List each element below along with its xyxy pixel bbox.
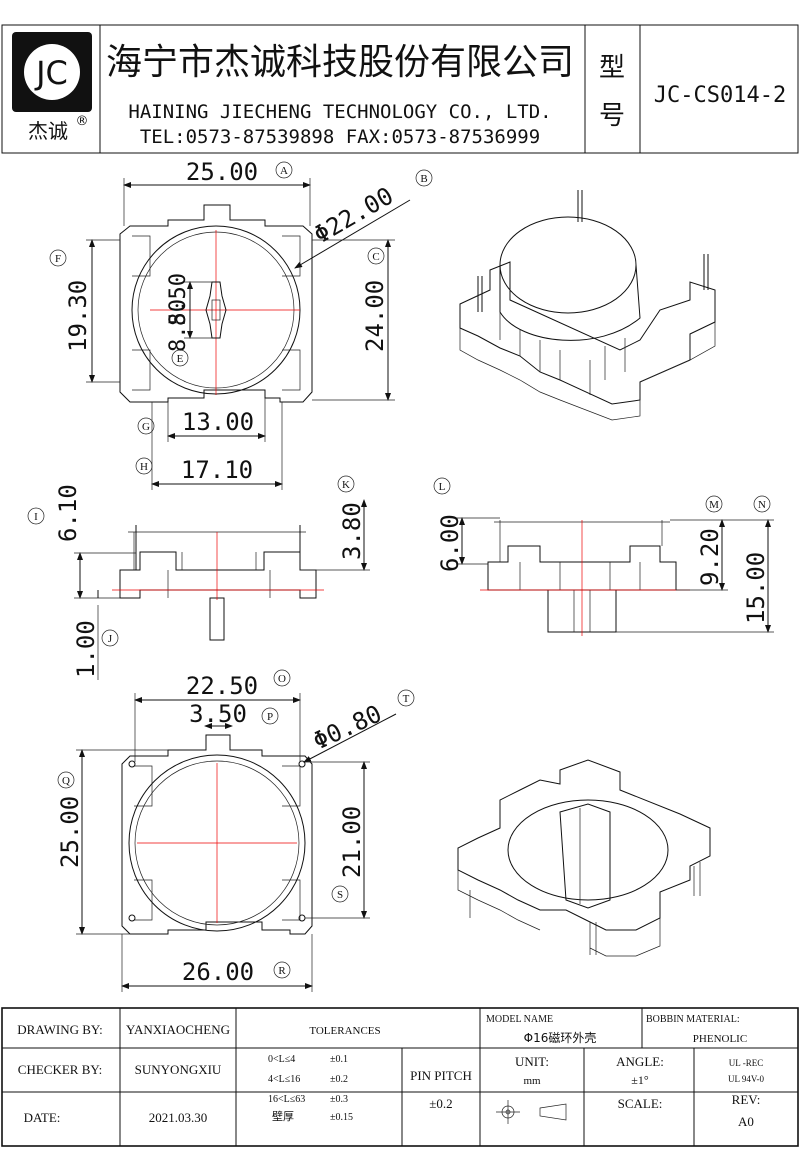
top-view-center-pin	[205, 281, 227, 339]
unit-label: UNIT:	[515, 1054, 549, 1069]
top-view-outline	[119, 204, 313, 403]
dim-G-value: 13.00	[182, 408, 254, 436]
tol-value-3: ±0.3	[330, 1094, 348, 1105]
bottom-view-outline	[121, 734, 313, 935]
dim-J-value: 1.00	[72, 620, 100, 678]
model-name: Φ16磁环外壳	[524, 1030, 597, 1045]
front-view-pin	[209, 597, 225, 641]
drawing-by-label: DRAWING BY:	[17, 1022, 103, 1037]
logo-mark: ®	[76, 114, 89, 129]
front-view: 6.10 I 1.00 J 3.80 K	[27, 475, 370, 680]
tol-range-4: 壁厚	[272, 1109, 294, 1123]
checker-by: SUNYONGXIU	[135, 1062, 222, 1077]
dim-B-ref: B	[420, 173, 427, 185]
pin-pitch-label: PIN PITCH	[410, 1068, 472, 1083]
company-contact: TEL:0573-87539898 FAX:0573-87536999	[140, 126, 540, 148]
dim-R-value: 26.00	[182, 958, 254, 986]
model-code: JC-CS014-2	[654, 83, 786, 108]
bottom-view-bore	[128, 754, 306, 932]
dim-Q-value: 25.00	[56, 796, 84, 868]
dim-N-value: 15.00	[742, 552, 770, 624]
tolerances-label: TOLERANCES	[309, 1025, 380, 1037]
angle-label: ANGLE:	[616, 1054, 664, 1069]
tol-value-1: ±0.1	[330, 1054, 348, 1065]
header-frame	[1, 24, 799, 154]
unit: mm	[523, 1075, 541, 1087]
title-block: DRAWING BY: YANXIAOCHENG CHECKER BY: SUN…	[1, 1007, 799, 1147]
dim-M-value: 9.20	[696, 528, 724, 586]
dim-A-value: 25.00	[186, 158, 258, 186]
isometric-view-bottom	[457, 759, 711, 957]
bottom-view: 22.50 O 3.50 P Φ0.80 T 25.00 Q 21.00 S 2…	[56, 669, 415, 992]
dim-F-value: 19.30	[64, 280, 92, 352]
dim-L-ref: L	[439, 481, 446, 493]
type-label-bottom: 号	[599, 101, 625, 131]
dim-I-value: 6.10	[54, 484, 82, 542]
dim-T-ref: T	[403, 693, 410, 705]
company-name-cn: 海宁市杰诚科技股份有限公司	[106, 42, 574, 83]
dim-S-value: 21.00	[338, 806, 366, 878]
dim-E-ref: E	[177, 353, 184, 365]
dim-E-value: 8.50	[166, 299, 191, 352]
dim-H-ref: H	[140, 461, 148, 473]
date-label: DATE:	[24, 1110, 61, 1125]
dim-P-ref: P	[267, 711, 273, 723]
dim-C-ref: C	[372, 251, 379, 263]
dim-P-value: 3.50	[189, 700, 247, 728]
dim-S-ref: S	[337, 889, 343, 901]
dim-T-value: Φ0.80	[309, 700, 386, 756]
front-view-outline	[119, 551, 317, 599]
dim-H-value: 17.10	[181, 456, 253, 484]
header: JC 杰诚 ® 海宁市杰诚科技股份有限公司 HAINING JIECHENG T…	[1, 24, 799, 154]
dim-J-ref: J	[108, 633, 113, 645]
dim-O-value: 22.50	[186, 672, 258, 700]
isometric-view-top	[459, 190, 716, 421]
dim-K-ref: K	[342, 479, 350, 491]
scale-label: SCALE:	[618, 1096, 663, 1111]
dim-R-ref: R	[278, 965, 286, 977]
drawing-by: YANXIAOCHENG	[126, 1022, 230, 1037]
bobbin-material: PHENOLIC	[693, 1033, 747, 1045]
ul-94v0: UL 94V-0	[728, 1074, 765, 1084]
tol-range-1: 0<L≤4	[268, 1054, 295, 1065]
ul-rec: UL -REC	[729, 1058, 763, 1068]
logo-letters: JC	[34, 54, 68, 92]
dim-D-value: 8.50	[166, 273, 191, 326]
dim-A-ref: A	[280, 165, 288, 177]
pin-pitch: ±0.2	[429, 1096, 452, 1111]
dim-M-ref: M	[709, 499, 719, 511]
rev: A0	[738, 1114, 754, 1129]
logo-brand: 杰诚	[28, 119, 68, 143]
tol-range-2: 4<L≤16	[268, 1074, 300, 1085]
dim-I-ref: I	[34, 511, 38, 523]
iso-bottom-outline	[457, 759, 711, 931]
tol-value-2: ±0.2	[330, 1074, 348, 1085]
date: 2021.03.30	[149, 1110, 208, 1125]
checker-by-label: CHECKER BY:	[18, 1062, 102, 1077]
dim-F-ref: F	[55, 253, 61, 265]
type-label-top: 型	[599, 53, 625, 83]
rev-label: REV:	[732, 1092, 761, 1107]
tol-range-3: 16<L≤63	[268, 1094, 305, 1105]
top-view: 25.00 A Φ22.00 B 24.00 C 19.30 F 8.50 8.…	[49, 158, 433, 490]
dim-O-ref: O	[278, 673, 286, 685]
model-name-label: MODEL NAME	[486, 1014, 553, 1025]
projection-symbol-icon	[496, 1100, 567, 1124]
bobbin-material-label: BOBBIN MATERIAL:	[646, 1014, 740, 1025]
dim-N-ref: N	[758, 499, 766, 511]
iso-top-base	[459, 261, 716, 405]
dim-Q-ref: Q	[62, 775, 70, 787]
dim-L-value: 6.00	[436, 514, 464, 572]
dim-G-ref: G	[142, 421, 150, 433]
dim-C-value: 24.00	[361, 280, 389, 352]
side-view: 6.00 L 9.20 M 15.00 N	[433, 477, 774, 636]
tol-value-4: ±0.15	[330, 1112, 353, 1123]
dim-K-value: 3.80	[338, 502, 366, 560]
angle: ±1°	[631, 1073, 649, 1087]
company-logo: JC 杰诚 ®	[12, 32, 92, 143]
company-name-en: HAINING JIECHENG TECHNOLOGY CO., LTD.	[128, 101, 551, 123]
